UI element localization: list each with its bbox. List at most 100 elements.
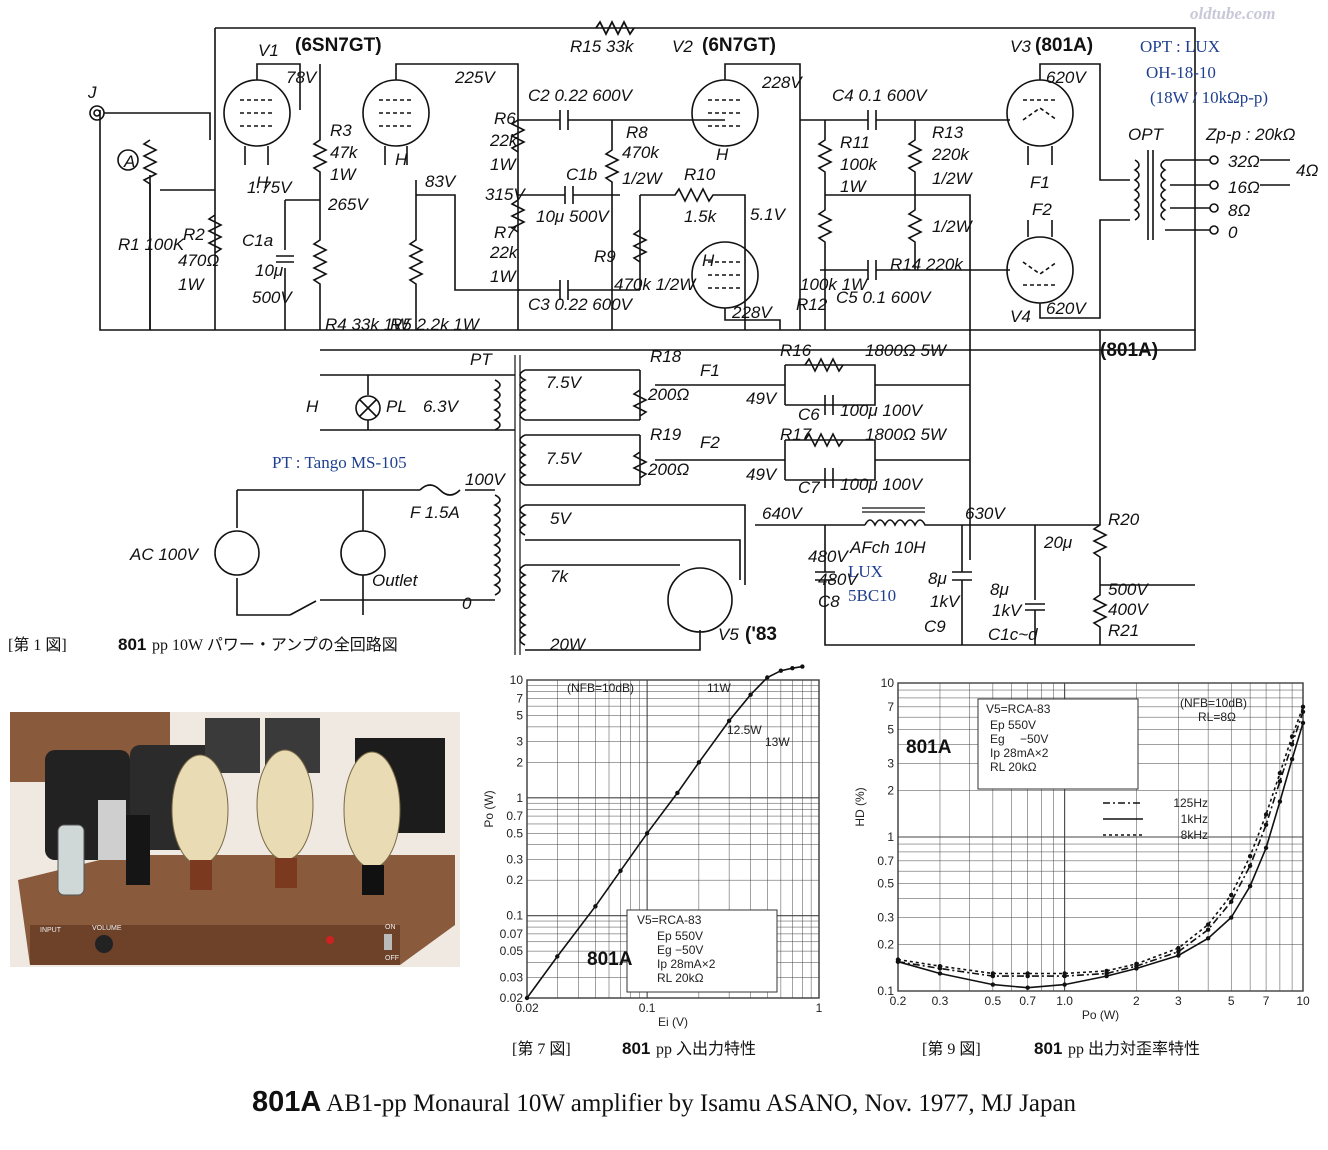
conditions-eg: Eg −50V [657, 943, 703, 957]
component-label: R2 [183, 225, 205, 244]
data-point [1263, 812, 1269, 817]
data-point [1062, 982, 1067, 987]
component-label: 1/2W [932, 169, 974, 188]
component-label: 630V [965, 504, 1006, 523]
component-label: F1 [1030, 173, 1050, 192]
tube-v3-envelope [1006, 79, 1074, 147]
data-point [1205, 922, 1211, 927]
component-label: 8μ [928, 569, 947, 588]
y-tick-label: 0.05 [500, 944, 524, 958]
component-label: 78V [286, 68, 318, 87]
component-label: 470Ω [178, 251, 219, 270]
component-label: C7 [798, 478, 820, 497]
component-label: R21 [1108, 621, 1139, 640]
y-tick-label: 3 [887, 757, 894, 771]
data-point [1025, 971, 1030, 976]
component-label: R13 [932, 123, 964, 142]
y-tick-label: 1 [887, 830, 894, 844]
y-tick-label: 7 [516, 691, 523, 705]
data-point [1062, 971, 1067, 976]
y-tick-label: 0.7 [506, 809, 523, 823]
data-point [593, 904, 598, 909]
data-point [726, 718, 732, 724]
y-tick-label: 0.03 [500, 970, 524, 984]
component-label: 500V [1108, 580, 1149, 599]
y-tick-label: 10 [510, 673, 524, 687]
component-label: R19 [650, 425, 682, 444]
y-axis-label: HD (%) [853, 787, 867, 826]
x-tick-label: 1 [816, 1001, 823, 1015]
y-tick-label: 0.5 [877, 876, 894, 890]
opt-note-3: (18W / 10kΩp-p) [1150, 88, 1268, 107]
component-label: 315V [485, 185, 526, 204]
data-point [1300, 704, 1306, 710]
choke-note-1: LUX [848, 562, 883, 581]
component-label: R10 [684, 165, 716, 184]
component-label: PL [386, 397, 407, 416]
component-label: C3 0.22 600V [528, 295, 634, 314]
component-label: 5.1V [750, 205, 787, 224]
panel-label-on: ON [385, 924, 396, 931]
conditions-box [626, 909, 778, 993]
data-point [1289, 757, 1295, 762]
conditions-ep: Ep 550V [990, 718, 1036, 732]
component-label: AFch 10H [849, 538, 926, 557]
power-switch [384, 934, 392, 950]
component-label: 228V [731, 303, 773, 322]
tube-v4-label: V4 [1010, 307, 1031, 326]
component-label: 7k [550, 567, 569, 586]
y-tick-label: 0.5 [506, 826, 523, 840]
data-point [1134, 966, 1139, 971]
component-label: 620V [1046, 68, 1087, 87]
component-label: 1800Ω 5W [865, 425, 948, 444]
component-label: 100μ 100V [840, 401, 924, 420]
component-label: C2 0.22 600V [528, 86, 634, 105]
component-label: 1W [490, 155, 517, 174]
component-label: F2 [1032, 200, 1052, 219]
ac-plug-icon [214, 530, 260, 576]
conditions-tube: 801A [587, 949, 633, 970]
x-tick-label: 7 [1263, 994, 1270, 1008]
y-tick-label: 0.1 [877, 984, 894, 998]
y-tick-label: 7 [887, 700, 894, 714]
component-label: R18 [650, 347, 682, 366]
tube-v1-type: (6SN7GT) [295, 35, 382, 56]
tube-v4-envelope [1006, 236, 1074, 304]
component-label: R6 [494, 109, 516, 128]
pilot-lamp-icon [355, 395, 381, 421]
component-label: 470k [622, 143, 660, 162]
component-label: 220k [931, 145, 970, 164]
outlet-icon [340, 530, 386, 576]
y-tick-label: 0.1 [506, 909, 523, 923]
data-point [990, 971, 996, 976]
component-label: C4 0.1 600V [832, 86, 928, 105]
y-tick-label: 0.2 [506, 873, 523, 887]
annotation-12-5w: 12.5W [727, 723, 762, 737]
component-label: 100k 1W [800, 275, 869, 294]
fig7-caption-number: 801 [622, 1039, 650, 1058]
component-label: 400V [1108, 600, 1149, 619]
component-label: 20W [549, 635, 587, 654]
component-label: 7.5V [546, 373, 583, 392]
component-label: 32Ω [1228, 152, 1260, 171]
y-axis-label: Po (W) [482, 790, 496, 827]
y-tick-label: 3 [516, 735, 523, 749]
chart-rl: RL=8Ω [1198, 710, 1236, 724]
tube-v2-type: (6N7GT) [702, 35, 776, 56]
component-label: 83V [425, 172, 457, 191]
component-label: 10μ [255, 261, 284, 280]
data-point [1277, 779, 1283, 784]
component-label: 1W [490, 267, 517, 286]
data-point [990, 982, 996, 987]
component-label: H [716, 145, 729, 164]
footer-text: AB1-pp Monaural 10W amplifier by Isamu A… [321, 1090, 1077, 1117]
component-label: C1a [242, 231, 273, 250]
legend-label: 8kHz [1181, 828, 1208, 842]
tube-801a-2 [256, 749, 314, 861]
y-tick-label: 0.3 [506, 852, 523, 866]
component-label: 200Ω [647, 385, 689, 404]
component-label: 6.3V [423, 397, 460, 416]
watermark: oldtube.com [1190, 4, 1275, 23]
x-tick-label: 0.2 [890, 994, 907, 1008]
component-label: 0 [462, 594, 472, 613]
